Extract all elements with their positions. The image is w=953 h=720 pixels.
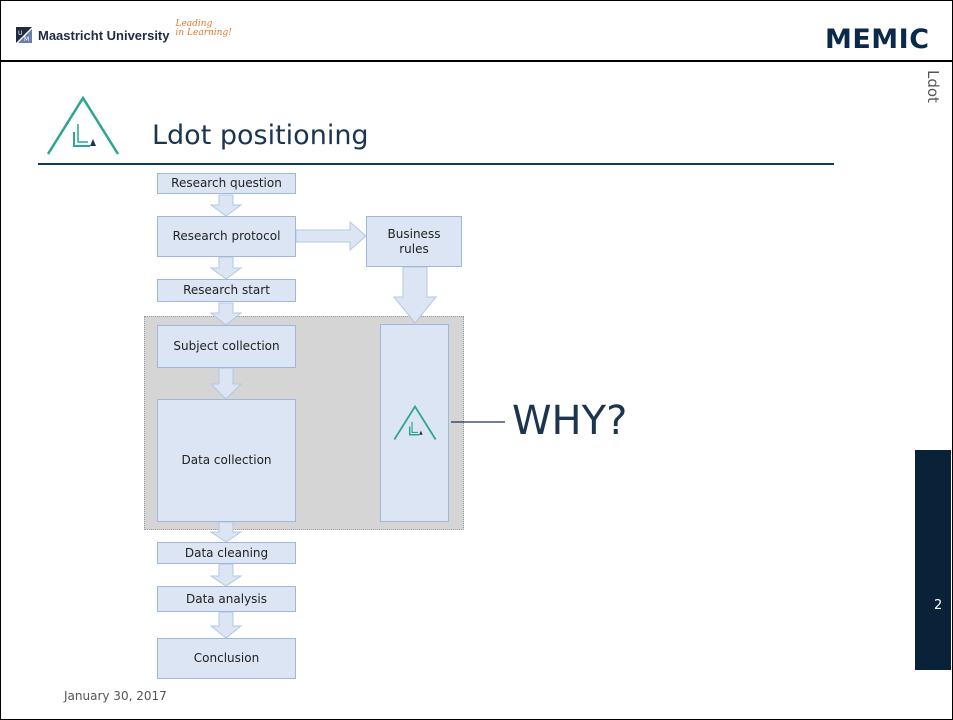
- step-data-analysis: Data analysis: [157, 586, 296, 612]
- ldot-small-icon: [393, 404, 436, 440]
- slide-title: Ldot positioning: [152, 120, 369, 151]
- arrow-down-5: [209, 521, 243, 543]
- brand-memic: MEMIC: [825, 24, 930, 55]
- university-logo: U M Maastricht University Leading in Lea…: [16, 20, 232, 44]
- title-rule: [38, 163, 834, 165]
- step-data-collection: Data collection: [157, 399, 296, 522]
- step-data-cleaning: Data cleaning: [157, 542, 296, 564]
- arrow-down-6: [209, 563, 243, 587]
- slide-date: January 30, 2017: [64, 689, 167, 703]
- ldot-logo-icon: [46, 95, 120, 155]
- university-tagline: Leading in Learning!: [176, 20, 232, 38]
- arrow-down-business: [392, 266, 438, 324]
- side-dark-panel: [915, 450, 951, 670]
- step-research-question: Research question: [157, 173, 296, 194]
- business-rules-box: Business rules: [366, 216, 462, 267]
- arrow-down-4: [209, 367, 243, 400]
- step-label: Conclusion: [193, 651, 260, 665]
- business-rules-label: Business rules: [387, 226, 441, 256]
- tagline-line2: in Learning!: [175, 28, 232, 38]
- step-label: Research start: [183, 283, 270, 297]
- header-divider: [0, 60, 953, 62]
- ldot-box: [380, 324, 449, 522]
- step-label: Research question: [171, 176, 282, 190]
- arrow-right-business: [295, 220, 367, 252]
- step-label: Subject collection: [173, 339, 280, 353]
- step-label: Data analysis: [185, 591, 268, 606]
- tagline-line1: Leading: [175, 19, 213, 29]
- svg-text:M: M: [24, 36, 29, 43]
- university-emblem-icon: U M: [16, 27, 32, 43]
- university-name: Maastricht University: [38, 27, 170, 43]
- step-label: Research protocol: [172, 229, 281, 243]
- page-number: 2: [934, 598, 943, 613]
- arrow-down-7: [209, 611, 243, 639]
- arrow-down-3: [209, 302, 243, 326]
- step-research-start: Research start: [157, 279, 296, 302]
- arrow-down-2: [209, 256, 243, 280]
- step-research-protocol: Research protocol: [157, 216, 296, 257]
- svg-text:U: U: [18, 30, 22, 37]
- step-subject-collection: Subject collection: [157, 325, 296, 368]
- arrow-down-1: [209, 194, 243, 217]
- step-label: Data cleaning: [184, 545, 269, 560]
- why-callout: WHY?: [512, 398, 628, 444]
- step-label: Data collection: [181, 453, 272, 467]
- side-label: Ldot: [924, 70, 942, 103]
- step-conclusion: Conclusion: [157, 638, 296, 679]
